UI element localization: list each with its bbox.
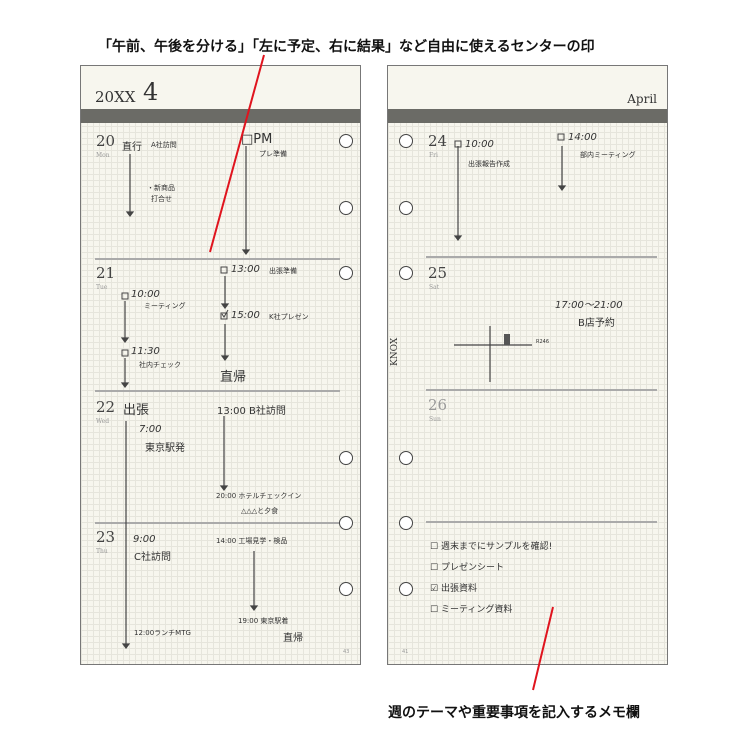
entry: 20:00 ホテルチェックイン [216, 492, 302, 500]
entry: 13:00 B社訪問 [217, 406, 286, 417]
day-number: 20 [96, 132, 116, 150]
entry: 社内チェック [139, 361, 181, 369]
entry: 13:00 [231, 264, 260, 275]
weekday: Thu [96, 548, 108, 555]
binder-hole [399, 134, 413, 148]
entry: 打合せ [151, 195, 172, 203]
binder-hole [399, 516, 413, 530]
binder-hole [339, 451, 353, 465]
entry: ・新商品 [147, 184, 175, 192]
entry: A社訪問 [151, 141, 177, 149]
year: 20XX [95, 88, 136, 106]
entry: □PM [241, 132, 273, 147]
memo-text: 出張資料 [440, 584, 477, 594]
entry: 直帰 [283, 633, 303, 644]
day-number: 23 [96, 528, 116, 546]
day-number: 24 [428, 132, 448, 150]
day-number: 26 [428, 396, 448, 414]
binder-hole [399, 582, 413, 596]
entry: 11:30 [131, 346, 160, 357]
entry: 直行 [122, 142, 142, 153]
entry: 14:00 [568, 132, 597, 143]
weekday: Sat [429, 284, 440, 291]
entry: B店予約 [578, 318, 615, 329]
page-number: 43 [343, 649, 350, 655]
top-caption: 「午前、午後を分ける」「左に予定、右に結果」など自由に使えるセンターの印 [98, 39, 595, 55]
day-number: 21 [96, 264, 116, 282]
entry: 17:00〜21:00 [555, 300, 623, 311]
memo-item: ☐ ミーティング資料 [430, 605, 513, 615]
entry: 10:00 [465, 139, 494, 150]
memo-text: 週末までにサンプルを確認! [440, 542, 553, 552]
memo-item: ☐ 週末までにサンプルを確認! [430, 542, 553, 552]
weekday: Fri [429, 152, 438, 159]
entry: 15:00 [231, 310, 260, 321]
entry: 10:00 [131, 289, 160, 300]
day-number: 22 [96, 398, 116, 416]
entry: ミーティング [144, 302, 186, 310]
page-number: 41 [402, 649, 409, 655]
bottom-caption: 週のテーマや重要事項を記入するメモ欄 [388, 705, 640, 721]
entry: 出張 [123, 403, 150, 418]
entry: 7:00 [139, 424, 162, 435]
month: 4 [143, 78, 159, 106]
memo-text: プレゼンシート [440, 563, 504, 573]
binder-hole [339, 201, 353, 215]
header-bar [388, 109, 667, 123]
weekday: Tue [96, 284, 108, 291]
binder-hole [399, 451, 413, 465]
header-bar [81, 109, 360, 123]
binder-hole [339, 582, 353, 596]
entry: △△△と夕食 [241, 507, 279, 515]
entry: 出張報告作成 [468, 160, 510, 168]
binder-hole [399, 201, 413, 215]
month-name: April [627, 92, 657, 106]
entry: C社訪問 [134, 552, 171, 563]
left-page: 20XX 4 20 Mon 直行 A社訪問 ・新商品 打合せ □PM プレ準備 … [80, 65, 361, 665]
entry: 19:00 東京駅着 [238, 617, 289, 625]
memo-text: ミーティング資料 [440, 605, 513, 615]
entry: 直帰 [220, 370, 247, 385]
map-label: R246 [536, 339, 550, 345]
day-number: 25 [428, 264, 448, 282]
weekday: Sun [429, 416, 441, 423]
entry: 東京駅発 [145, 443, 185, 454]
binder-hole [399, 266, 413, 280]
memo-item: ☑ 出張資料 [430, 584, 477, 594]
binder-hole [339, 134, 353, 148]
weekday: Mon [96, 152, 110, 159]
entry: 出張準備 [269, 267, 297, 275]
right-page: April 24 Fri 10:00 出張報告作成 14:00 部内ミーティング… [387, 65, 668, 665]
memo-item: ☐ プレゼンシート [430, 563, 504, 573]
entry: 9:00 [133, 534, 156, 545]
binder-hole [339, 516, 353, 530]
entry: K社プレゼン [269, 313, 309, 321]
entry: 14:00 工場見学・検品 [216, 537, 288, 545]
entry: プレ準備 [259, 150, 287, 158]
weekday: Wed [96, 418, 110, 425]
entry: 12:00ランチMTG [134, 629, 191, 637]
brand-logo: KNOX [390, 337, 400, 366]
entry: 部内ミーティング [580, 151, 636, 159]
binder-hole [339, 266, 353, 280]
